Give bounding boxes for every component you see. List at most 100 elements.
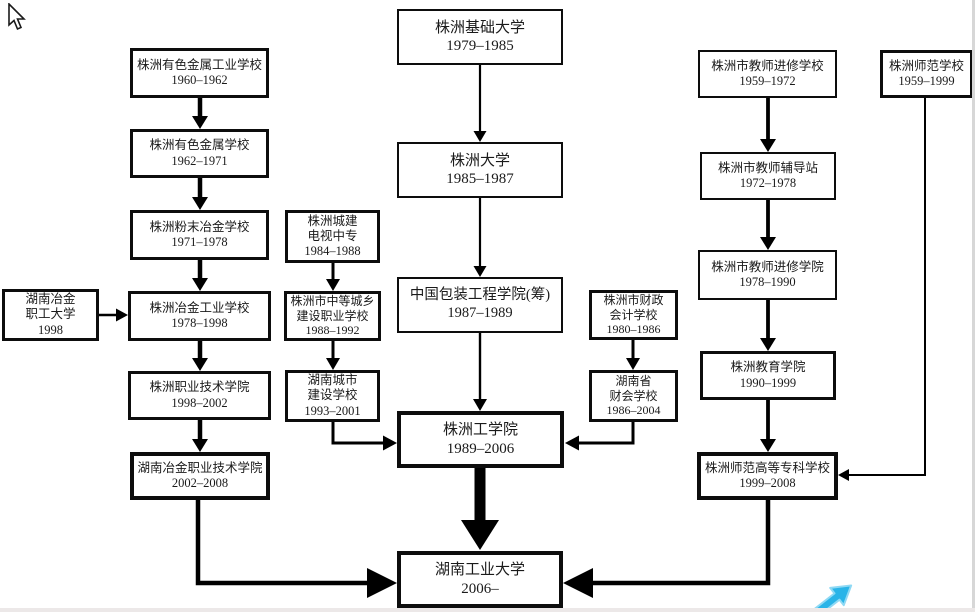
node-title: 湖南工业大学 <box>434 562 525 579</box>
node-title: 株洲市教师辅导站 <box>717 160 818 175</box>
node-zhuzhou-jichu-daxue: 株洲基础大学 1979–1985 <box>397 9 563 65</box>
node-years: 1984–1988 <box>304 244 361 259</box>
node-title: 株洲教育学院 <box>730 360 806 375</box>
node-title: 湖南冶金 <box>25 292 76 307</box>
edge-shifan-xuexiao__shifan-gaodeng-zhuanke <box>838 98 926 481</box>
edge-chengjian-dianshi__zhongdeng-chengxiang <box>326 263 340 291</box>
node-years: 1980–1986 <box>606 322 661 337</box>
node-title: 株洲师范高等专科学校 <box>704 460 830 475</box>
mouse-pointer-icon <box>8 3 26 31</box>
node-years: 1959–1999 <box>898 74 955 88</box>
node-years: 1972–1978 <box>739 176 797 190</box>
node-title: 株洲基础大学 <box>434 19 525 36</box>
node-title: 会计学校 <box>609 307 658 322</box>
node-title: 株洲大学 <box>449 152 510 169</box>
node-title: 株洲有色金属工业学校 <box>136 57 262 72</box>
window-edge-right <box>972 0 975 612</box>
node-years: 1986–2004 <box>606 403 661 418</box>
node-years: 1998–2002 <box>171 395 228 410</box>
node-years: 2002–2008 <box>171 476 229 490</box>
edge-shifan-gaodeng-zhuanke__hunan-gongye-daxue <box>563 500 771 598</box>
node-years: 1971–1978 <box>171 235 228 249</box>
edge-zhongdeng-chengxiang__hunan-chengshi-jianshe <box>326 341 340 370</box>
edge-yejin-zhigong-daxue__yejin-gongye <box>99 308 128 322</box>
node-years: 1999–2008 <box>739 476 796 490</box>
diagonal-arrow-icon <box>802 584 853 612</box>
node-title: 株洲冶金工业学校 <box>149 300 250 315</box>
node-title: 株洲有色金属学校 <box>149 138 250 153</box>
window-edge-bottom <box>0 608 975 612</box>
edge-hunan-chengshi-jianshe__zhuzhou-gongxueyuan <box>331 422 397 451</box>
node-years: 1979–1985 <box>446 38 514 54</box>
node-years: 1989–2006 <box>446 440 515 457</box>
edge-zhiye-jishu__yejin-zhiye-jishu <box>192 420 208 452</box>
node-years: 1988–1992 <box>305 323 360 338</box>
node-years: 1987–1989 <box>447 305 513 321</box>
node-title: 建设学校 <box>307 388 358 403</box>
node-title: 株洲市中等城乡 <box>290 294 375 309</box>
node-years: 1959–1972 <box>739 74 796 88</box>
edge-yejin-zhiye-jishu__hunan-gongye-daxue <box>195 500 397 598</box>
node-title: 株洲职业技术学院 <box>149 380 250 395</box>
edge-zhongguo-baozhuang__zhuzhou-gongxueyuan <box>473 333 487 411</box>
node-years: 1993–2001 <box>304 403 361 418</box>
node-title: 湖南省 <box>615 374 652 389</box>
node-title: 株洲粉末冶金学校 <box>149 219 250 234</box>
node-title: 职工大学 <box>25 307 76 322</box>
node-years: 1985–1987 <box>446 171 514 187</box>
node-years: 1978–1990 <box>739 275 796 289</box>
node-title: 株洲市教师进修学校 <box>711 58 824 73</box>
node-title: 株洲市教师进修学院 <box>711 259 824 274</box>
node-title: 建设职业学校 <box>296 308 369 323</box>
node-years: 2006– <box>461 580 499 597</box>
node-years: 1990–1999 <box>739 375 797 390</box>
edge-caizheng-kuaiji__hunan-caikuai <box>626 340 640 370</box>
node-title: 株洲工学院 <box>442 422 518 439</box>
node-title: 株洲师范学校 <box>888 58 964 73</box>
edge-jiaoshi-jinxiu-xueyuan__jiaoyu-xueyuan <box>760 300 776 351</box>
edge-youse-jinshu-gongye__youse-jinshu <box>192 98 208 129</box>
node-zhongguo-baozhuang: 中国包装工程学院(筹)1987–1989 <box>397 277 563 333</box>
edge-jiaoyu-xueyuan__shifan-gaodeng-zhuanke <box>760 400 776 452</box>
edge-jiaoshi-jinxiu-xuexiao__jiaoshi-fudaozhan <box>760 98 776 152</box>
edge-hunan-caikuai__zhuzhou-gongxueyuan <box>565 422 635 451</box>
node-title: 湖南冶金职业技术学院 <box>137 460 263 475</box>
edge-jiaoshi-fudaozhan__jiaoshi-jinxiu-xueyuan <box>760 200 776 250</box>
node-title: 财会学校 <box>609 388 658 403</box>
edge-youse-jinshu__fenmo-yejin <box>192 178 208 210</box>
node-title: 中国包装工程学院(筹) <box>409 287 551 304</box>
node-title: 株洲城建 <box>307 213 358 228</box>
node-years: 1962–1971 <box>171 153 228 168</box>
node-title: 株洲市财政 <box>603 293 664 308</box>
node-years: 1998 <box>38 322 63 337</box>
node-years: 1960–1962 <box>171 73 228 87</box>
edge-zhuzhou-gongxueyuan__hunan-gongye-daxue <box>461 468 499 550</box>
node-years: 1978–1998 <box>171 316 228 330</box>
edge-yejin-gongye__zhiye-jishu <box>192 341 208 371</box>
node-title: 湖南城市 <box>307 373 358 388</box>
edge-fenmo-yejin__yejin-gongye <box>192 260 208 291</box>
edge-zhuzhou-jichu-daxue__zhuzhou-daxue <box>473 65 487 142</box>
edge-zhuzhou-daxue__zhongguo-baozhuang <box>473 198 487 277</box>
